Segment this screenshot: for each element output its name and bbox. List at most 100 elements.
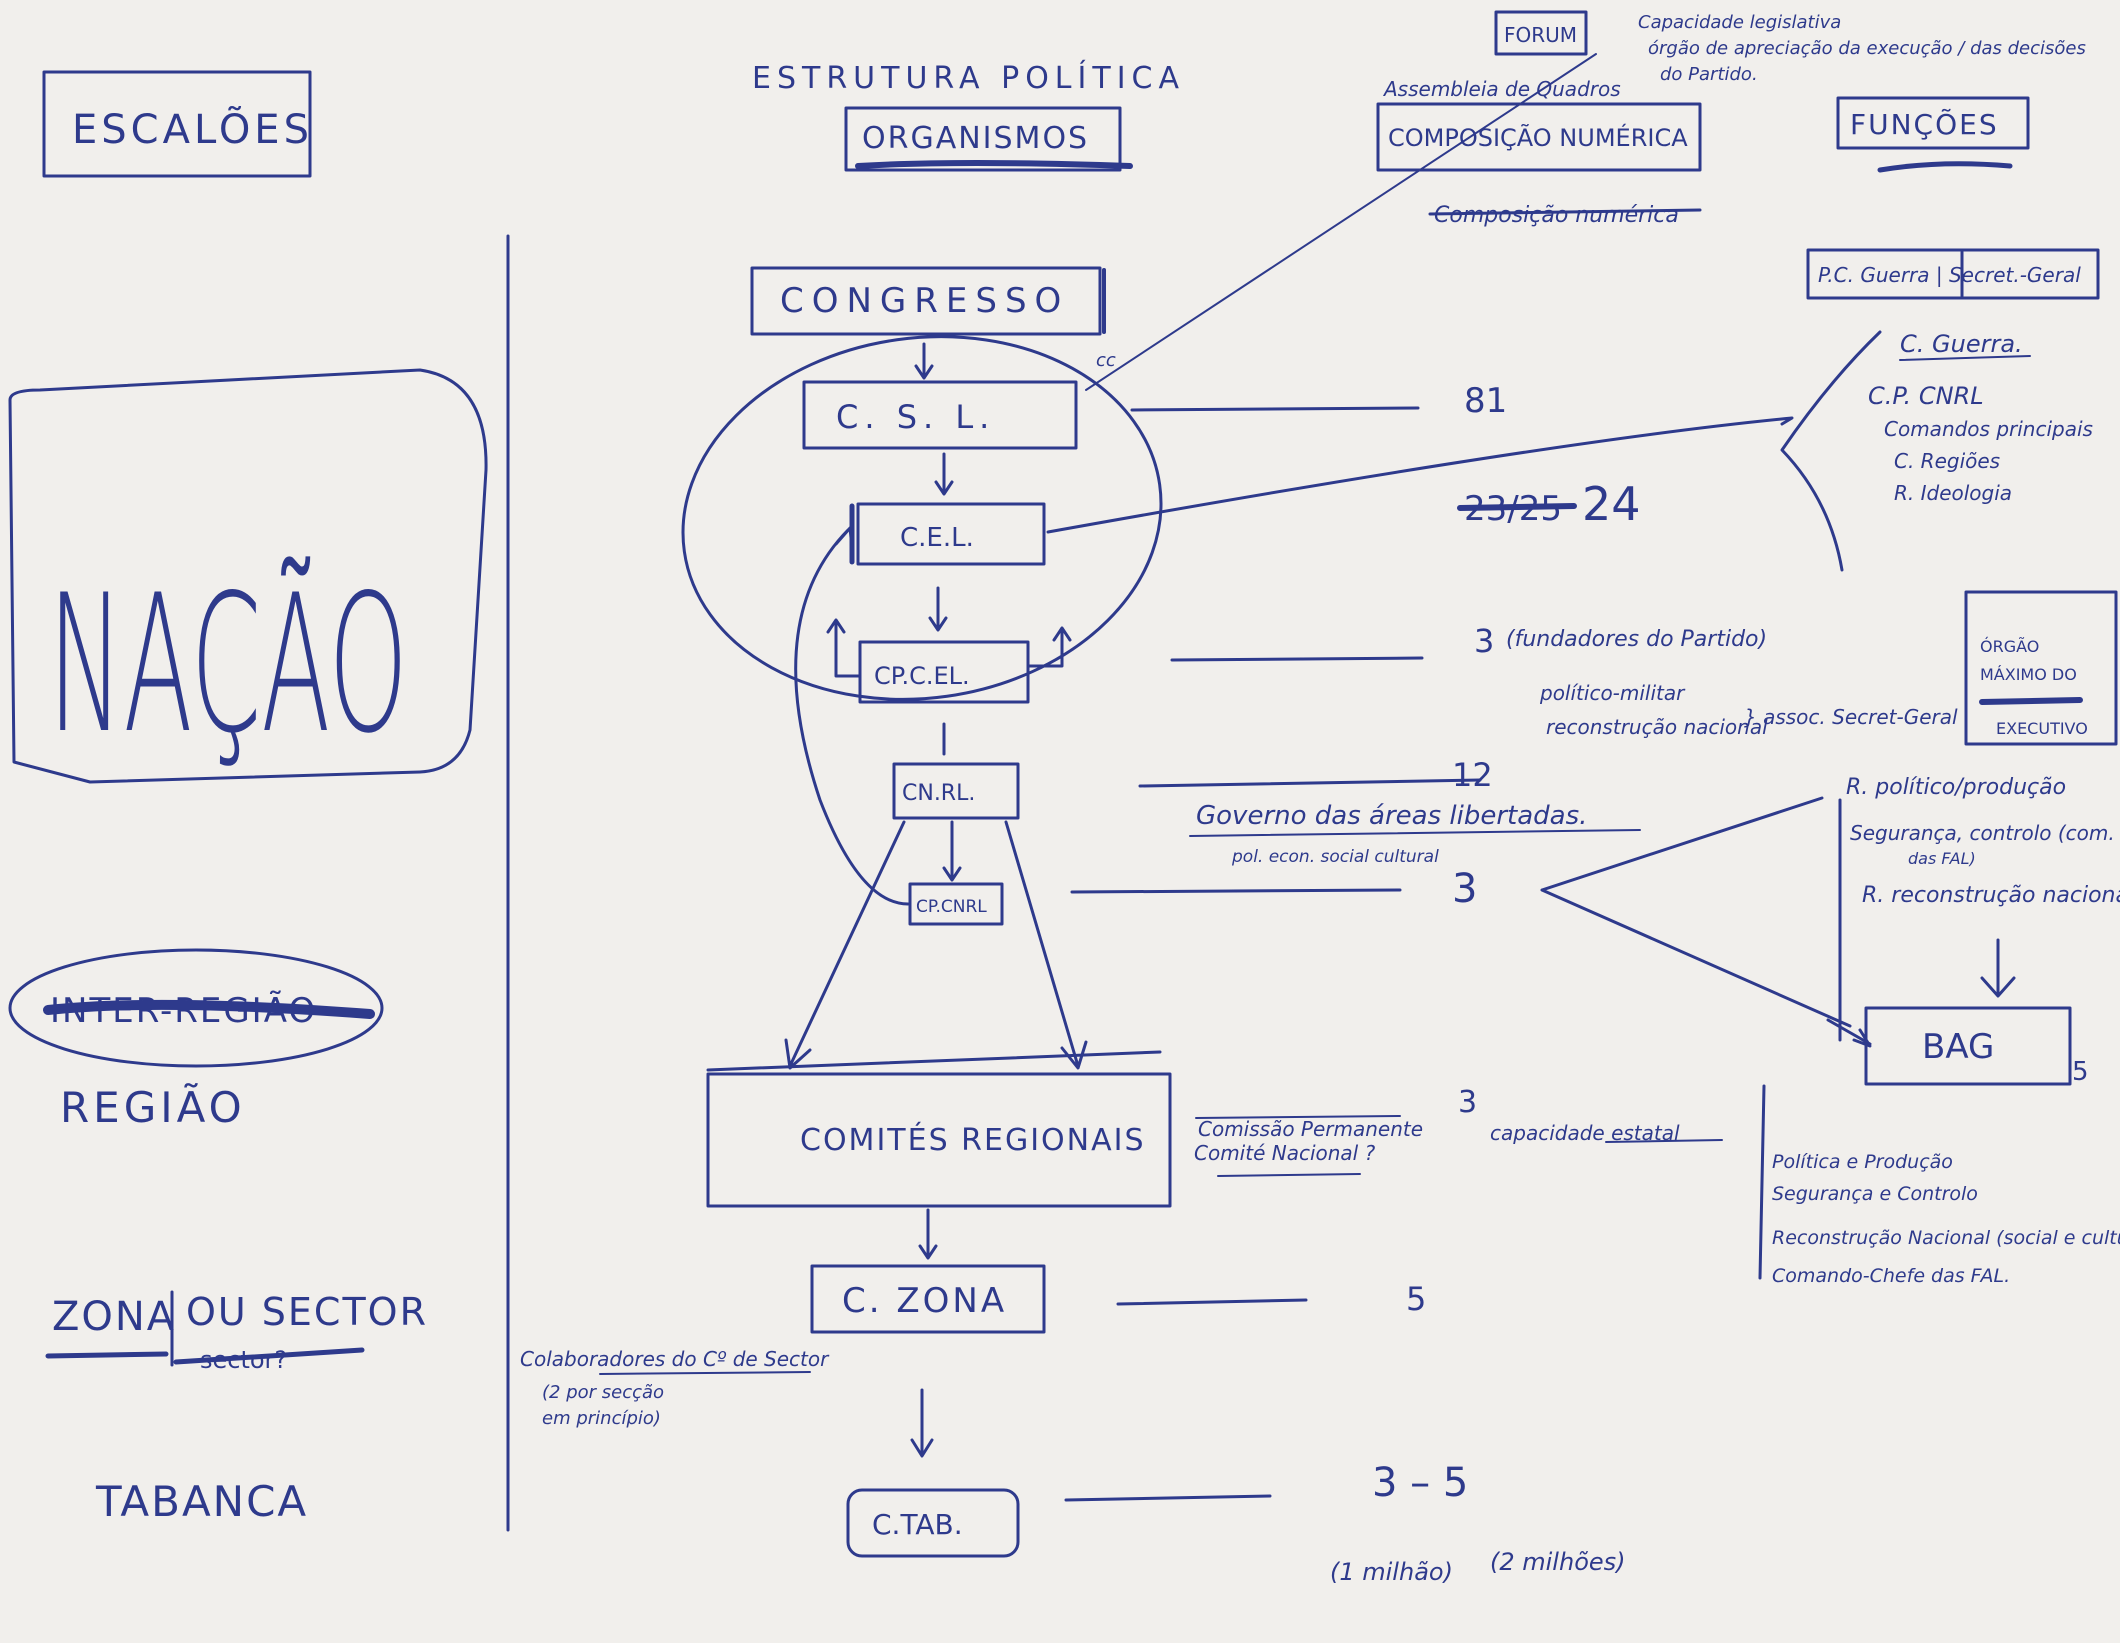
orgao-maximo-line3: EXECUTIVO — [1996, 719, 2088, 738]
ou-sector-label: OU SECTOR — [186, 1290, 428, 1334]
line-cel-funcoes — [1046, 416, 1794, 534]
number-bag: 5 — [2072, 1057, 2089, 1087]
assembleia-note: Assembleia de Quadros — [1382, 77, 1621, 101]
cpcel-right-bracket — [1026, 626, 1072, 668]
note-milhao2: (2 milhões) — [1490, 1548, 1626, 1576]
cnrl-box[interactable] — [892, 762, 1020, 820]
rule-csl — [1130, 406, 1420, 412]
arrow-to-bag-left — [1826, 1018, 1872, 1048]
czona-box[interactable] — [810, 1264, 1046, 1334]
organismos-label: ORGANISMOS — [862, 121, 1089, 156]
number-cpcnrl: 3 — [1452, 866, 1477, 912]
czona-label: C. ZONA — [842, 1281, 1007, 1321]
cpcel-label: CP.C.EL. — [874, 662, 970, 690]
nacao-frame — [8, 368, 488, 784]
cnrl-label: CN.RL. — [902, 781, 975, 806]
composicao-label: COMPOSIÇÃO NUMÉRICA — [1388, 122, 1688, 152]
number-zona: 5 — [1406, 1280, 1426, 1318]
note-fundadores: (fundadores do Partido) — [1506, 627, 1767, 652]
comites-label: COMITÉS REGIONAIS — [800, 1122, 1146, 1158]
escaloes-label: ESCALÕES — [72, 105, 313, 153]
funcoes-scribble — [1877, 161, 2013, 173]
funcoes-bracket — [1780, 330, 1882, 572]
cpcnrl-label: CP.CNRL — [916, 897, 987, 917]
funcoes-label: FUNÇÕES — [1850, 107, 1999, 141]
congresso-label: CONGRESSO — [780, 281, 1069, 321]
funcoes-box — [1836, 96, 2030, 150]
left-column: ESCALÕES NAÇÃO INTER-REGIÃO REGIÃO ZONA … — [8, 70, 488, 1526]
funcoes-column: P.C. Guerra | Secret.-Geral C. Guerra. C… — [1540, 248, 2120, 1287]
estrutura-politica-title: ESTRUTURA POLÍTICA — [752, 60, 1185, 96]
func-cpcnrl: C.P. CNRL — [1868, 382, 1984, 410]
note-politico-militar: político-militar — [1539, 681, 1686, 705]
forum-label: FORUM — [1504, 23, 1577, 47]
header: ESTRUTURA POLÍTICA ORGANISMOS FORUM Capa… — [752, 10, 2086, 228]
do-partido-note: do Partido. — [1660, 64, 1758, 85]
func-comandos: Comandos principais — [1884, 417, 2093, 441]
congresso-box[interactable] — [750, 266, 1102, 336]
func-r-politico: R. político/produção — [1846, 775, 2066, 800]
capacidade-legislativa-note: Capacidade legislativa — [1638, 12, 1841, 33]
organismos-box — [844, 106, 1122, 172]
note-em-principio: em princípio) — [542, 1408, 661, 1429]
cguerra-secgeral-box — [1806, 248, 2100, 300]
forum-box — [1494, 10, 1588, 56]
cpcnrl-box[interactable] — [908, 882, 1004, 926]
number-csl: 81 — [1464, 381, 1507, 421]
arrow-congresso-csl — [914, 342, 934, 380]
orgao-maximo-box — [1964, 590, 2118, 746]
ctab-label: C.TAB. — [872, 1508, 963, 1541]
ctab-box[interactable] — [846, 1488, 1020, 1558]
note-por-seccao: (2 por secção — [542, 1382, 664, 1403]
bag-list-4: Comando-Chefe das FAL. — [1772, 1265, 2010, 1287]
arrow-cnrl-comites-right — [1004, 820, 1088, 1070]
number-tab: 3 – 5 — [1372, 1460, 1468, 1506]
arrow-zona-tab — [910, 1388, 934, 1458]
note-pol-econ: pol. econ. social cultural — [1231, 847, 1439, 867]
cguerra-secgeral-label: P.C. Guerra | Secret.-Geral — [1818, 263, 2081, 287]
number-cpcel: 3 — [1474, 622, 1494, 660]
cel-box[interactable] — [856, 502, 1046, 566]
rule-zona — [1116, 1298, 1308, 1306]
numbers-column: cc 81 23/25 24 3 (fundadores do Partido)… — [520, 53, 1958, 1586]
func-r-reconstrucao: R. reconstrução nacional — [1862, 883, 2120, 908]
comites-box[interactable] — [706, 1072, 1172, 1208]
arrow-cnrl-comites-left — [784, 820, 906, 1070]
number-comites: 3 — [1458, 1085, 1477, 1120]
orgao-maximo-line1: ÓRGÃO — [1980, 637, 2039, 656]
sector-scribble — [45, 1347, 365, 1365]
nacao-label: NAÇÃO — [48, 554, 408, 775]
bag-list-3: Reconstrução Nacional (social e cultural… — [1772, 1227, 2120, 1249]
note-sec-geral: } assoc. Secret-Geral — [1744, 705, 1958, 729]
cel-label: C.E.L. — [900, 523, 974, 553]
func-regioes: C. Regiões — [1894, 449, 2000, 473]
csl-box[interactable] — [802, 380, 1078, 450]
rule-cpcnrl — [1070, 888, 1402, 894]
organismos-scribble — [855, 160, 1133, 169]
arrow-cnrl-cpcnrl — [942, 820, 962, 882]
strike-cel — [1457, 503, 1577, 511]
escaloes-box — [42, 70, 312, 178]
cpcel-box[interactable] — [858, 640, 1030, 704]
zona-label: ZONA — [52, 1294, 176, 1340]
note-milhao1: (1 milhão) — [1330, 1558, 1453, 1586]
forum-link-line — [1085, 53, 1597, 391]
fan-lines — [1540, 796, 1852, 1042]
inter-regiao-scribble — [43, 999, 375, 1019]
bag-box[interactable] — [1864, 1006, 2072, 1086]
note-reconstrucao: reconstrução nacional — [1546, 715, 1768, 739]
note-colaboradores: Colaboradores do Cº de Sector — [520, 1347, 830, 1371]
bag-list-bracket — [1758, 1084, 1766, 1280]
note-comite-nacional: Comité Nacional ? — [1194, 1141, 1376, 1165]
number-cel: 24 — [1582, 477, 1641, 531]
csl-label: C. S. L. — [836, 398, 995, 436]
arrow-comites-zona — [918, 1208, 938, 1260]
note-governo: Governo das áreas libertadas. — [1196, 801, 1587, 831]
bag-list-2: Segurança e Controlo — [1772, 1183, 1978, 1205]
organ-chain: CONGRESSO C. S. L. C.E.L. CP.C.EL. CN.RL… — [681, 266, 1172, 1558]
func-seguranca: Segurança, controlo (com. — [1850, 821, 2115, 845]
cpcel-left-bracket — [826, 618, 862, 678]
rule-cnrl — [1138, 778, 1482, 788]
bag-list-1: Política e Produção — [1772, 1151, 1953, 1173]
